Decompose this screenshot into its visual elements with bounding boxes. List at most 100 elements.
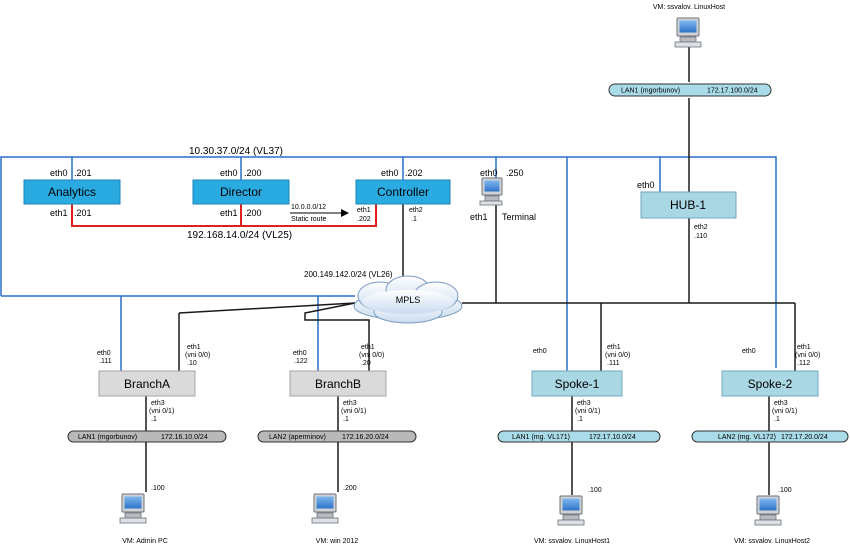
lan-a-name: LAN1 (mgorbunov) xyxy=(78,434,137,441)
lan-top-name: LAN1 (mgorbunov) xyxy=(621,88,680,95)
mpls-cloud: MPLS xyxy=(353,275,463,324)
vm-s2-ip: .100 xyxy=(778,487,792,494)
spoke1-eth1-ip: .111 xyxy=(607,360,620,367)
terminal-eth0-ip: .250 xyxy=(506,168,524,178)
spoke2-eth3: eth3 xyxy=(774,400,788,407)
hub1-eth2: eth2 xyxy=(694,224,708,231)
analytics-eth1-ip: .201 xyxy=(74,208,92,218)
branchb-eth1-vni: (vni 0/0) xyxy=(359,352,384,359)
node-controller[interactable]: Controller xyxy=(355,179,451,205)
controller-eth2-ip: .1 xyxy=(411,216,417,223)
node-branchb[interactable]: BranchB xyxy=(289,370,387,397)
hub1-eth2-ip: .110 xyxy=(694,233,707,240)
spoke2-eth3-ip: .1 xyxy=(774,416,780,423)
director-label: Director xyxy=(220,185,262,199)
node-analytics[interactable]: Analytics xyxy=(23,179,121,205)
hub1-eth0: eth0 xyxy=(637,180,655,190)
node-hub1[interactable]: HUB-1 xyxy=(640,191,737,219)
vm-linuxhost1-icon[interactable] xyxy=(557,495,585,526)
static-route-network: 10.0.0.0/12 xyxy=(291,204,326,211)
lan-a: LAN1 (mgorbunov) 172.16.10.0/24 xyxy=(67,430,227,443)
spoke2-eth1-ip: .112 xyxy=(797,360,810,367)
brancha-eth1-ip: .10 xyxy=(187,360,197,367)
spoke2-eth1: eth1 xyxy=(797,344,811,351)
management-network-vl37 xyxy=(0,156,777,371)
vm-b-label: VM: win 2012 xyxy=(316,538,359,545)
brancha-eth0: eth0 xyxy=(97,350,111,357)
analytics-eth0: eth0 xyxy=(50,168,68,178)
vm-s1-ip: .100 xyxy=(588,487,602,494)
analytics-eth0-ip: .201 xyxy=(74,168,92,178)
vm-a-ip: .100 xyxy=(151,485,165,492)
director-eth1-ip: .200 xyxy=(244,208,262,218)
brancha-eth1: eth1 xyxy=(187,344,201,351)
branchb-eth0: eth0 xyxy=(293,350,307,357)
network-label-vl37: 10.30.37.0/24 (VL37) xyxy=(189,146,283,157)
branchb-eth0-ip: .122 xyxy=(294,358,308,365)
brancha-eth1-vni: (vni 0/0) xyxy=(185,352,210,359)
spoke1-eth1: eth1 xyxy=(607,344,621,351)
wan-lines xyxy=(145,28,796,495)
lan-s1: LAN1 (mg. VL171) 172.17.10.0/24 xyxy=(497,430,661,443)
spoke1-eth3: eth3 xyxy=(577,400,591,407)
node-spoke2[interactable]: Spoke-2 xyxy=(721,370,819,397)
controller-eth0: eth0 xyxy=(381,168,399,178)
node-spoke1[interactable]: Spoke-1 xyxy=(531,370,623,397)
spoke2-eth0: eth0 xyxy=(742,348,756,355)
director-eth1: eth1 xyxy=(220,208,238,218)
branchb-eth3-ip: .1 xyxy=(343,416,349,423)
director-eth0-ip: .200 xyxy=(244,168,262,178)
spoke2-eth3-vni: (vni 0/1) xyxy=(772,408,797,415)
brancha-eth3: eth3 xyxy=(151,400,165,407)
vm-a-label: VM: Admin PC xyxy=(122,538,168,545)
network-label-vl25: 192.168.14.0/24 (VL25) xyxy=(187,230,292,241)
node-brancha[interactable]: BranchA xyxy=(98,370,196,397)
mpls-label: MPLS xyxy=(396,295,421,305)
vm-s2-label: VM: ssvalov. LinuxHost2 xyxy=(734,538,810,545)
spoke1-eth3-vni: (vni 0/1) xyxy=(575,408,600,415)
lan-top: LAN1 (mgorbunov) 172.17.100.0/24 xyxy=(608,83,772,97)
hub1-label: HUB-1 xyxy=(670,198,706,212)
analytics-label: Analytics xyxy=(48,185,96,199)
controller-eth2: eth2 xyxy=(409,207,423,214)
red-network-vl25 xyxy=(71,204,377,227)
analytics-eth1: eth1 xyxy=(50,208,68,218)
vm-admin-pc-icon[interactable] xyxy=(119,493,147,524)
vm-b-ip: .200 xyxy=(343,485,357,492)
node-director[interactable]: Director xyxy=(192,179,290,205)
spoke2-eth1-vni: (vni 0/0) xyxy=(795,352,820,359)
lan-b: LAN2 (aperminov) 172.16.20.0/24 xyxy=(257,430,417,443)
branchb-label: BranchB xyxy=(315,377,361,391)
branchb-eth1-ip: .20 xyxy=(361,360,371,367)
lan-s2-subnet: 172.17.20.0/24 xyxy=(781,434,828,441)
static-route-label: Static route xyxy=(291,216,327,223)
vm-linuxhost2-icon[interactable] xyxy=(754,495,782,526)
lan-top-subnet: 172.17.100.0/24 xyxy=(707,88,758,95)
brancha-eth0-ip: .111 xyxy=(99,358,112,365)
vm-top-icon[interactable] xyxy=(674,17,702,48)
spoke1-label: Spoke-1 xyxy=(555,377,600,391)
lan-s1-subnet: 172.17.10.0/24 xyxy=(589,434,636,441)
controller-label: Controller xyxy=(377,185,429,199)
branchb-eth3: eth3 xyxy=(343,400,357,407)
controller-eth1-ip: .202 xyxy=(357,216,371,223)
terminal-eth0: eth0 xyxy=(480,168,498,178)
branchb-eth1: eth1 xyxy=(361,344,375,351)
brancha-eth3-ip: .1 xyxy=(151,416,157,423)
director-eth0: eth0 xyxy=(220,168,238,178)
vm-win2012-icon[interactable] xyxy=(311,493,339,524)
lan-b-name: LAN2 (aperminov) xyxy=(269,434,326,441)
lan-b-subnet: 172.16.20.0/24 xyxy=(342,434,389,441)
spoke1-eth3-ip: .1 xyxy=(577,416,583,423)
branchb-eth3-vni: (vni 0/1) xyxy=(341,408,366,415)
brancha-eth3-vni: (vni 0/1) xyxy=(149,408,174,415)
lan-s2: LAN2 (mg. VL172) 172.17.20.0/24 xyxy=(691,430,849,443)
terminal-icon[interactable] xyxy=(479,177,503,206)
spoke1-eth0: eth0 xyxy=(533,348,547,355)
vm-s1-label: VM: ssvalov. LinuxHost1 xyxy=(534,538,610,545)
lan-a-subnet: 172.16.10.0/24 xyxy=(161,434,208,441)
controller-eth0-ip: .202 xyxy=(405,168,423,178)
network-label-vl26: 200.149.142.0/24 (VL26) xyxy=(304,270,393,279)
lan-s1-name: LAN1 (mg. VL171) xyxy=(512,434,570,441)
